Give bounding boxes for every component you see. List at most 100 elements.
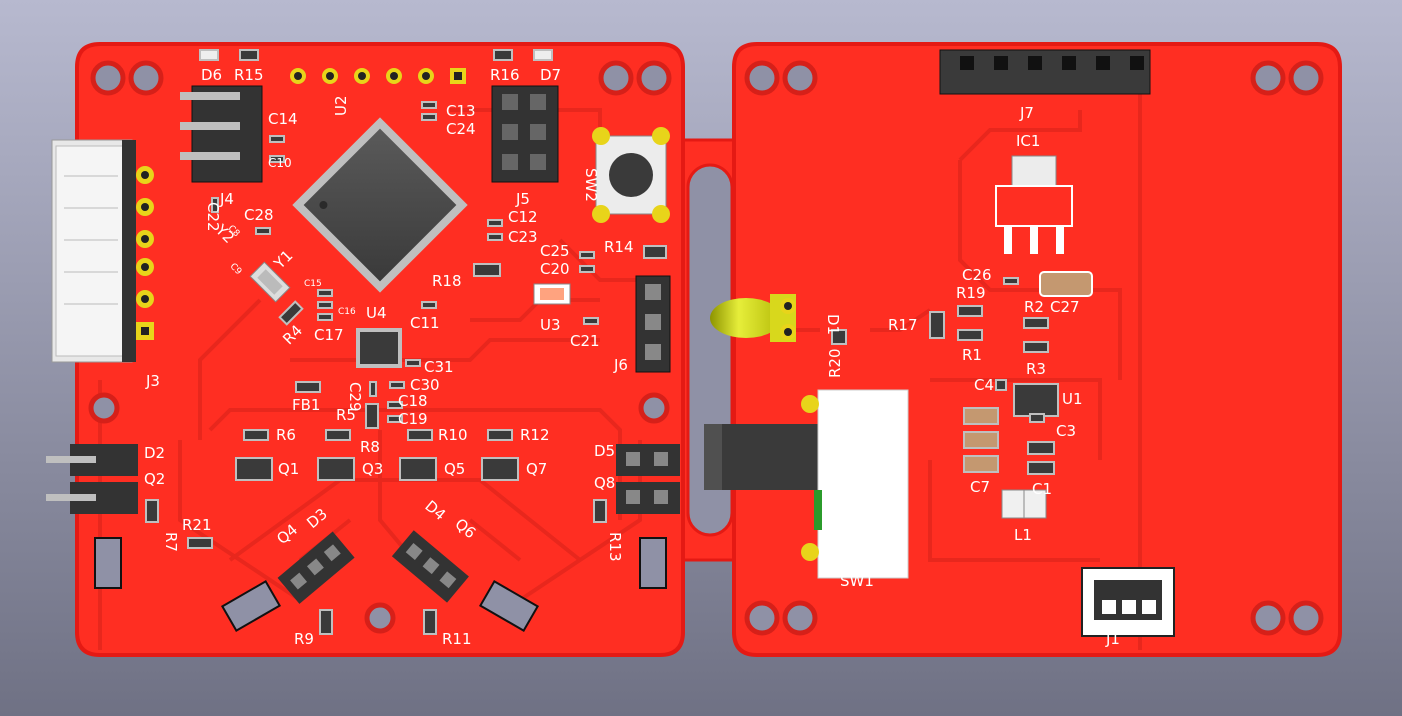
label-q2: Q2 bbox=[144, 470, 165, 488]
label-c1: C1 bbox=[1032, 480, 1052, 498]
label-c27: C27 bbox=[1050, 298, 1080, 316]
angled-header-q4-d3 bbox=[277, 531, 355, 604]
label-r16: R16 bbox=[490, 66, 520, 84]
transistors-row bbox=[235, 457, 519, 481]
label-r11: R11 bbox=[442, 630, 472, 648]
label-d5: D5 bbox=[594, 442, 615, 460]
slide-switch-sw1 bbox=[704, 389, 909, 579]
passives-right bbox=[831, 277, 1055, 475]
label-c30: C30 bbox=[410, 376, 440, 394]
ic-u4 bbox=[356, 328, 402, 368]
label-u2: U2 bbox=[332, 95, 350, 116]
label-r12: R12 bbox=[520, 426, 550, 444]
label-sw1: SW1 bbox=[840, 572, 874, 590]
label-c15: C15 bbox=[304, 279, 322, 289]
label-r21: R21 bbox=[182, 516, 212, 534]
label-r13: R13 bbox=[606, 532, 624, 562]
inductor-l1 bbox=[1001, 489, 1047, 519]
label-c22: C22 bbox=[204, 202, 222, 232]
regulator-ic1 bbox=[995, 155, 1073, 254]
header-j7 bbox=[939, 49, 1151, 95]
label-r2: R2 bbox=[1024, 298, 1044, 316]
label-r1: R1 bbox=[962, 346, 982, 364]
label-j4: J4 bbox=[219, 190, 234, 208]
pin-header-j4 bbox=[180, 85, 263, 183]
label-c19: C19 bbox=[398, 410, 428, 428]
label-c23: C23 bbox=[508, 228, 538, 246]
ic-u1 bbox=[1013, 383, 1059, 417]
jst-connector-j3 bbox=[51, 139, 154, 363]
label-r17: R17 bbox=[888, 316, 918, 334]
header-u2-pins bbox=[290, 68, 466, 84]
label-u4: U4 bbox=[366, 304, 387, 322]
label-j1: J1 bbox=[1105, 630, 1120, 648]
label-c7: C7 bbox=[970, 478, 990, 496]
label-u3: U3 bbox=[540, 316, 561, 334]
label-j5: J5 bbox=[515, 190, 530, 208]
label-q1: Q1 bbox=[278, 460, 299, 478]
label-d2: D2 bbox=[144, 444, 165, 462]
label-c4: C4 bbox=[974, 376, 994, 394]
label-c18: C18 bbox=[398, 392, 428, 410]
led-d1 bbox=[710, 294, 796, 342]
label-q5: Q5 bbox=[444, 460, 465, 478]
left-mounting-holes bbox=[88, 60, 672, 634]
connector-j1 bbox=[1081, 567, 1175, 637]
label-c10: C10 bbox=[268, 156, 292, 170]
right-silkscreen-labels: J7 IC1 C26 R19 R2 C27 D1 R17 R1 R20 R3 C… bbox=[824, 104, 1120, 648]
label-d7: D7 bbox=[540, 66, 561, 84]
tactile-switch-sw2 bbox=[592, 127, 670, 223]
capacitor-c27 bbox=[1039, 271, 1093, 297]
label-c26: C26 bbox=[962, 266, 992, 284]
left-board: D6 R15 R16 D7 C14 C10 U2 C13 C24 J4 J5 S… bbox=[46, 42, 685, 657]
label-ic1: IC1 bbox=[1016, 132, 1040, 150]
label-c24: C24 bbox=[446, 120, 476, 138]
left-slots bbox=[94, 537, 667, 632]
label-d1: D1 bbox=[824, 314, 842, 335]
label-r5: R5 bbox=[336, 406, 356, 424]
label-j7: J7 bbox=[1019, 104, 1034, 122]
label-c16: C16 bbox=[338, 307, 356, 317]
right-board: J7 IC1 C26 R19 R2 C27 D1 R17 R1 R20 R3 C… bbox=[704, 42, 1342, 657]
mcu-chip-u2 bbox=[292, 117, 468, 293]
label-d6: D6 bbox=[201, 66, 222, 84]
label-r6: R6 bbox=[276, 426, 296, 444]
label-r15: R15 bbox=[234, 66, 264, 84]
label-r8: R8 bbox=[360, 438, 380, 456]
label-c20: C20 bbox=[540, 260, 570, 278]
label-r3: R3 bbox=[1026, 360, 1046, 378]
label-r14: R14 bbox=[604, 238, 634, 256]
right-board-traces bbox=[780, 60, 1142, 650]
label-c17: C17 bbox=[314, 326, 344, 344]
label-c13: C13 bbox=[446, 102, 476, 120]
label-u1: U1 bbox=[1062, 390, 1083, 408]
pin-header-j6 bbox=[635, 275, 671, 373]
ic-u3 bbox=[533, 283, 571, 305]
label-r10: R10 bbox=[438, 426, 468, 444]
label-r18: R18 bbox=[432, 272, 462, 290]
label-q7: Q7 bbox=[526, 460, 547, 478]
label-r9: R9 bbox=[294, 630, 314, 648]
label-c31: C31 bbox=[424, 358, 454, 376]
led-header-d2-q2 bbox=[46, 444, 138, 514]
passives-left bbox=[145, 49, 667, 635]
crystal-y1 bbox=[249, 261, 291, 303]
label-r20: R20 bbox=[826, 348, 844, 378]
label-q8: Q8 bbox=[594, 474, 615, 492]
label-c14: C14 bbox=[268, 110, 298, 128]
angled-header-d4-q6 bbox=[391, 530, 469, 603]
label-fb1: FB1 bbox=[292, 396, 320, 414]
label-c12: C12 bbox=[508, 208, 538, 226]
label-l1: L1 bbox=[1014, 526, 1032, 544]
label-r7: R7 bbox=[162, 532, 180, 552]
label-c11: C11 bbox=[410, 314, 440, 332]
label-q3: Q3 bbox=[362, 460, 383, 478]
label-c25: C25 bbox=[540, 242, 570, 260]
right-mounting-holes bbox=[744, 60, 1324, 636]
label-c3: C3 bbox=[1056, 422, 1076, 440]
label-j6: J6 bbox=[613, 356, 628, 374]
label-c28: C28 bbox=[244, 206, 274, 224]
label-j3: J3 bbox=[145, 372, 160, 390]
label-c29: C29 bbox=[346, 382, 364, 412]
